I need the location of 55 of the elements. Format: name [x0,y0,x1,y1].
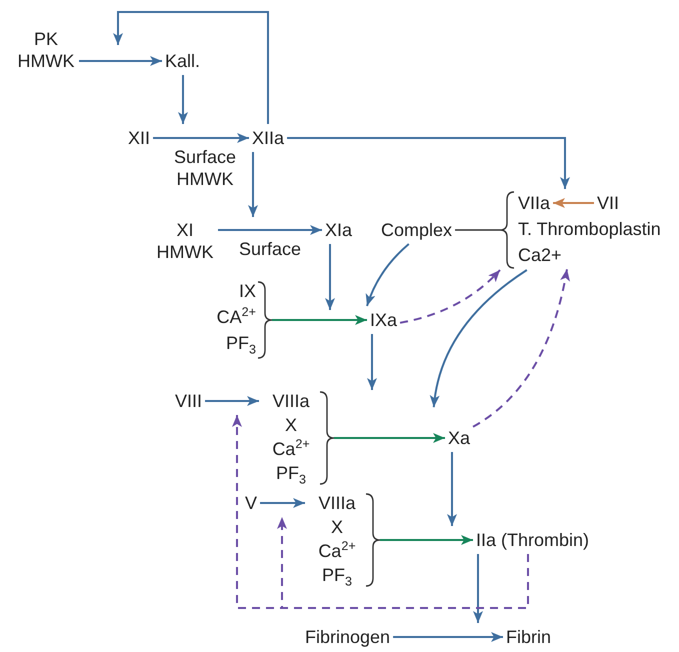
factor-label: VIIIa [262,390,320,412]
factor-label: XII [128,127,150,149]
arrow [380,535,473,545]
factor-label: Ca$^{2+}$ [262,438,320,460]
arrow [447,452,457,526]
factor-label: IIa (Thrombin) [476,529,590,551]
factor-label: V [245,492,258,514]
connector-line [455,229,500,231]
arrow [272,315,367,325]
factor-label: XIa [325,219,352,241]
factor-label: XIIa [252,127,284,149]
arrow [113,11,269,124]
arrow [325,244,335,310]
arrow [553,198,594,208]
dashed-arrow [277,517,529,609]
arrow [287,137,570,189]
factor-label: IXa [370,309,398,331]
arrow [430,269,528,408]
factor-label: X [308,516,366,538]
factor-label: VIIa [518,192,550,214]
arrow [153,133,249,143]
edge-label: Surface [238,238,302,260]
factor-label: X [262,414,320,436]
factor-label: Kall. [165,50,200,72]
factor-label: Fibrin [506,626,552,648]
factor-label: IX [238,280,256,302]
dashed-arrow [400,269,501,324]
arrow [248,152,258,217]
arrow [393,632,503,642]
arrow [260,498,305,508]
factor-label: Ca2+ [518,244,562,266]
factor-label: VIIIa [308,492,366,514]
factor-label: PK HMWK [16,28,76,72]
factor-label: Ca$^{2+}$ [308,540,366,562]
factor-label: XI HMWK [155,219,215,263]
arrow [178,75,188,124]
arrow [367,334,377,390]
factor-label: PF$_{3}$ [226,332,256,354]
factor-label: Xa [448,427,470,449]
arrow [79,56,162,66]
factor-label: PF$_{3}$ [262,462,320,484]
factor-label: PF$_{3}$ [308,564,366,586]
edge-label: Surface HMWK [172,146,238,190]
arrow [366,243,410,306]
factor-label: Complex [381,219,452,241]
factor-label: VII [597,192,620,214]
factor-label: Fibrinogen [305,626,390,648]
dashed-arrow [472,268,570,428]
factor-label: CA$^{2+}$ [216,306,256,328]
arrow [334,433,445,443]
arrow [473,554,483,623]
factor-label: VIII [175,390,202,412]
arrow [218,225,322,235]
factor-label: T. Thromboplastin [518,218,661,240]
arrow [205,396,259,406]
